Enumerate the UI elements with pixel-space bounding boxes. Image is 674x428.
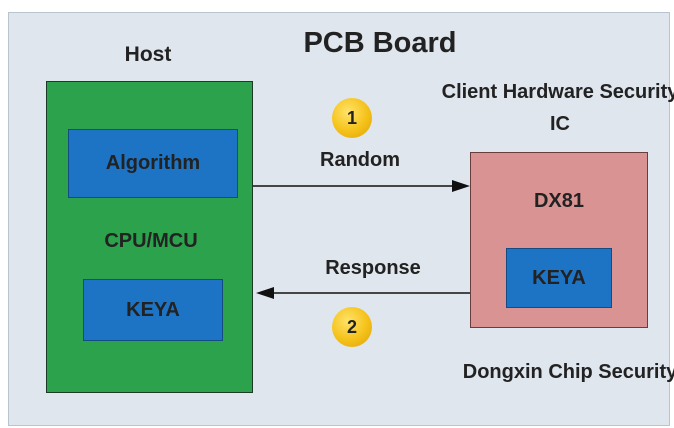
algorithm-box: Algorithm [68, 129, 238, 198]
step-1-badge: 1 [332, 98, 372, 138]
chip-label: DX81 [533, 190, 585, 212]
random-label: Random [320, 149, 400, 171]
random-arrowhead [452, 180, 470, 192]
cpu-mcu-label: CPU/MCU [104, 230, 198, 252]
response-arrowhead [256, 287, 274, 299]
vendor-label: Dongxin Chip Security [462, 361, 674, 383]
board-title: PCB Board [303, 27, 457, 59]
host-key-box: KEYA [83, 279, 223, 341]
host-label: Host [124, 43, 172, 66]
ic-key-box: KEYA [506, 248, 612, 308]
client-ic-label: Client Hardware Security IC [441, 81, 674, 135]
step-2-badge: 2 [332, 307, 372, 347]
response-label: Response [325, 257, 421, 279]
